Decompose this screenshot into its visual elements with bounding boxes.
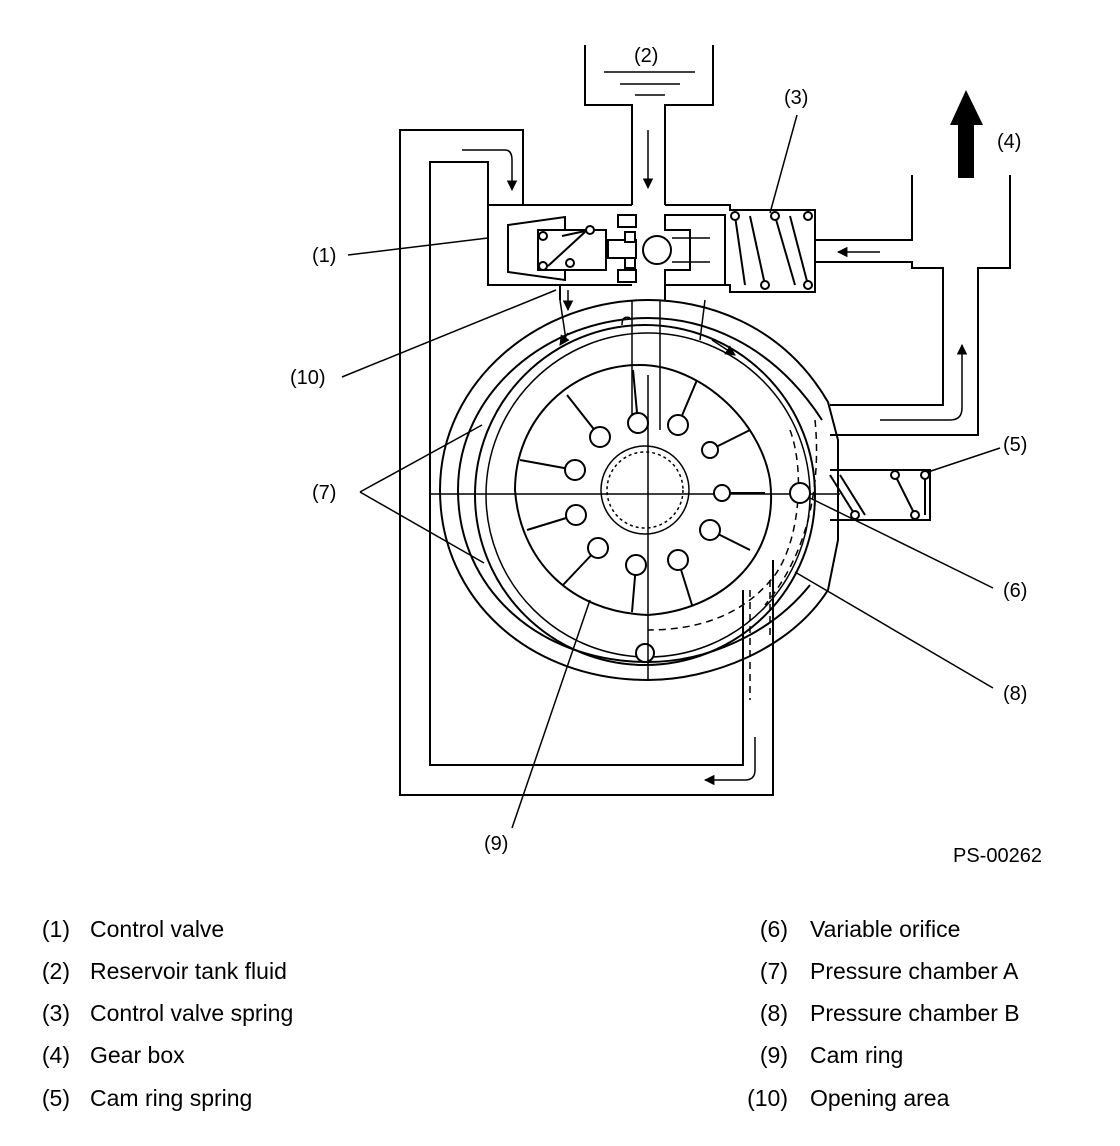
figure-code: PS-00262 — [953, 845, 1042, 867]
control-valve-spring — [730, 211, 813, 290]
callout-1: (1) — [312, 245, 336, 267]
legend: (1) Control valve (2) Reservoir tank flu… — [0, 905, 1120, 1125]
reservoir-tank — [584, 45, 714, 205]
output-line — [815, 90, 1011, 436]
legend-num: (7) — [759, 958, 788, 984]
vane-set — [519, 369, 765, 613]
legend-num: (4) — [41, 1042, 70, 1068]
cam-ring-spring — [789, 469, 931, 521]
callout-6: (6) — [1003, 580, 1027, 602]
callout-3: (3) — [784, 87, 808, 109]
leader-lines — [341, 114, 1001, 829]
callout-10: (10) — [290, 367, 326, 389]
callout-9: (9) — [484, 833, 508, 855]
legend-label: Variable orifice — [810, 916, 961, 942]
cam-ring — [474, 324, 818, 700]
legend-label: Control valve spring — [90, 1000, 294, 1026]
rotor — [430, 363, 840, 680]
control-valve — [487, 204, 816, 300]
legend-label: Cam ring — [810, 1042, 904, 1068]
legend-num: (2) — [41, 958, 70, 984]
legend-label: Gear box — [90, 1042, 185, 1068]
legend-label: Opening area — [810, 1085, 950, 1111]
legend-num: (3) — [41, 1000, 70, 1026]
power-steering-pump-diagram: (2) (3) (4) (1) (10) (5) (7) (6) (8) (9)… — [290, 45, 1042, 867]
legend-num: (10) — [747, 1085, 788, 1111]
variable-orifice — [789, 482, 811, 504]
legend-num: (1) — [41, 916, 70, 942]
legend-label: Pressure chamber B — [810, 1000, 1020, 1026]
legend-label: Control valve — [90, 916, 225, 942]
callout-2: (2) — [634, 45, 658, 67]
legend-num: (9) — [759, 1042, 788, 1068]
legend-label: Reservoir tank fluid — [90, 958, 287, 984]
legend-label: Cam ring spring — [90, 1085, 253, 1111]
legend-num: (6) — [759, 916, 788, 942]
legend-num: (8) — [759, 1000, 788, 1026]
callout-4: (4) — [997, 131, 1021, 153]
pump-housing — [438, 290, 839, 682]
legend-num: (5) — [41, 1085, 70, 1111]
legend-label: Pressure chamber A — [810, 958, 1019, 984]
return-line — [399, 129, 774, 796]
callout-5: (5) — [1003, 434, 1027, 456]
callout-7: (7) — [312, 482, 336, 504]
callout-8: (8) — [1003, 683, 1027, 705]
